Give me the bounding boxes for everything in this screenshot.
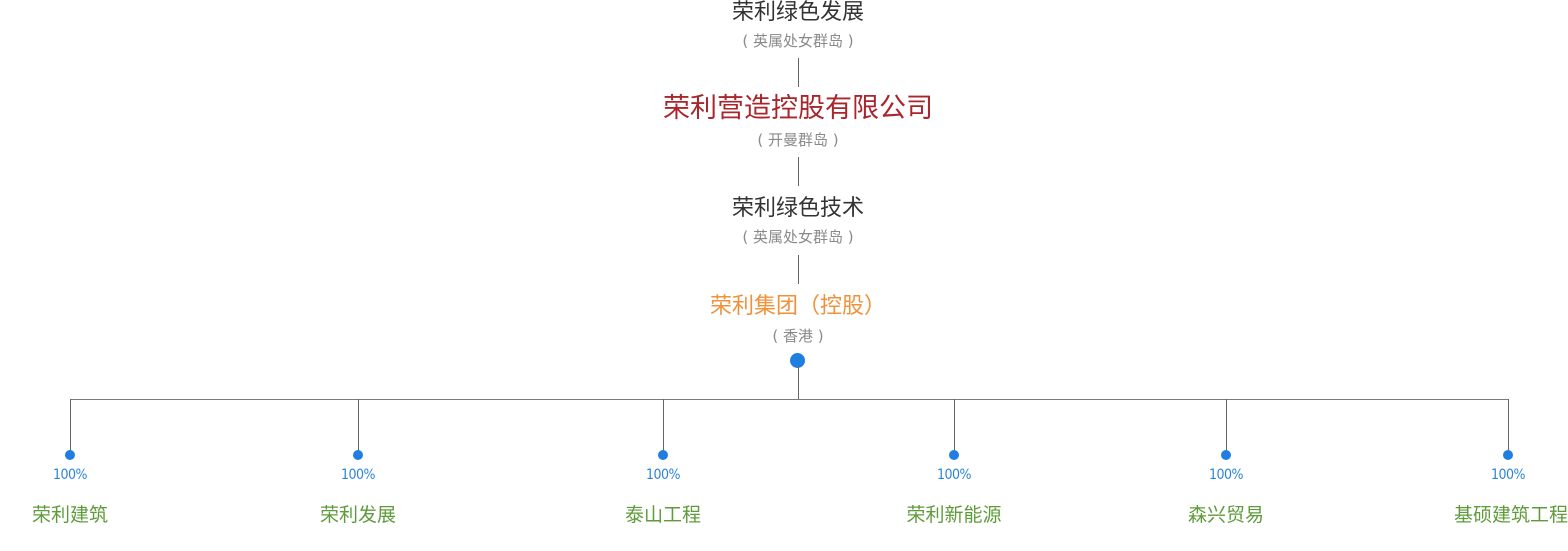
subsidiary-dot <box>658 450 668 460</box>
junction-dot <box>790 353 805 368</box>
subsidiary-dot <box>353 450 363 460</box>
subsidiary-dot <box>949 450 959 460</box>
node-location: ( 英属处女群岛 ) <box>742 228 854 246</box>
connector-line <box>798 58 799 87</box>
connector-line <box>663 399 664 451</box>
connector-line <box>358 399 359 451</box>
node-name: 荣利集团（控股） <box>709 294 886 319</box>
node-ronglu-green-development: 荣利绿色发展 ( 英属处女群岛 ) <box>598 0 998 51</box>
subsidiary-dot <box>65 450 75 460</box>
subsidiary-name: 荣利建筑 <box>31 504 108 526</box>
connector-line <box>798 255 799 284</box>
subsidiary-name: 荣利发展 <box>319 504 396 526</box>
node-name: 荣利绿色技术 <box>731 196 864 221</box>
node-name: 荣利绿色发展 <box>731 0 864 25</box>
subsidiary-name: 森兴贸易 <box>1187 504 1264 526</box>
ownership-percent: 100% <box>1208 467 1244 483</box>
connector-line <box>70 399 71 451</box>
node-location: ( 香港 ) <box>772 327 824 345</box>
subsidiary-dot <box>1221 450 1231 460</box>
subsidiary-dot <box>1503 450 1513 460</box>
node-ronglu-construction-holdings: 荣利营造控股有限公司 ( 开曼群岛 ) <box>598 93 998 150</box>
connector-line <box>954 399 955 451</box>
node-location: ( 开曼群岛 ) <box>757 131 839 149</box>
node-ronglu-group-holdings: 荣利集团（控股） ( 香港 ) <box>598 293 998 346</box>
node-location: ( 英属处女群岛 ) <box>742 32 854 50</box>
subsidiary-name: 基硕建筑工程 <box>1453 504 1568 526</box>
subsidiary-name: 荣利新能源 <box>906 504 1002 526</box>
node-name: 荣利营造控股有限公司 <box>663 93 933 124</box>
ownership-percent: 100% <box>645 467 681 483</box>
connector-line <box>1508 399 1509 451</box>
ownership-percent: 100% <box>1490 467 1526 483</box>
connector-line <box>1226 399 1227 451</box>
connector-line <box>798 366 799 400</box>
branch-line <box>70 399 1509 400</box>
connector-line <box>798 157 799 186</box>
ownership-percent: 100% <box>340 467 376 483</box>
node-ronglu-green-technology: 荣利绿色技术 ( 英属处女群岛 ) <box>598 196 998 247</box>
ownership-percent: 100% <box>936 467 972 483</box>
subsidiary-name: 泰山工程 <box>624 504 701 526</box>
ownership-percent: 100% <box>52 467 88 483</box>
